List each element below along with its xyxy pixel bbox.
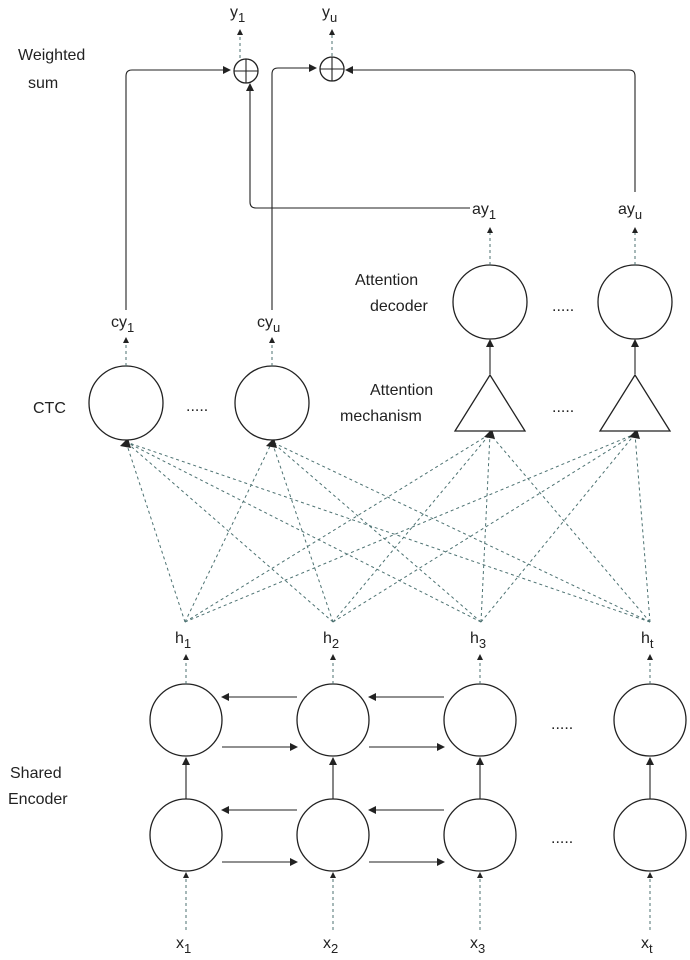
attention-output-1: ay1 <box>472 201 496 222</box>
weighted-sum-label-line1: Weighted <box>18 47 85 64</box>
edge-h2-att1 <box>332 433 491 623</box>
decoder-ellipsis: ..... <box>552 298 574 315</box>
encoder-l2-node-2 <box>296 683 370 757</box>
edge-h1-ctcu <box>184 441 273 623</box>
output-y1: y1 <box>230 4 245 25</box>
shared-encoder-label-line2: Encoder <box>8 791 68 808</box>
attention-decoder-layer <box>452 264 673 340</box>
input-xt: xt <box>641 935 653 956</box>
hidden-h2: h2 <box>323 630 339 651</box>
attention-mechanism-label-line1: Attention <box>370 382 433 399</box>
ctc-node-1 <box>88 365 164 441</box>
encoder-l1-ellipsis: ..... <box>551 830 573 847</box>
edge-h2-ctcu <box>271 441 334 623</box>
edge-h3-att1 <box>480 433 491 623</box>
sum-node-1 <box>233 58 259 84</box>
input-x2: x2 <box>323 935 338 956</box>
hidden-h1: h1 <box>175 630 191 651</box>
attention-decoder-node-1 <box>452 264 528 340</box>
attention-decoder-label-line2: decoder <box>370 298 428 315</box>
encoder-to-head-connections <box>125 433 651 623</box>
output-yu: yu <box>322 4 337 25</box>
encoder-l1-node-3 <box>443 798 517 872</box>
edge-ht-ctcu <box>271 441 651 623</box>
weighted-sum-label-line2: sum <box>28 75 58 92</box>
encoder-l1-node-1 <box>149 798 223 872</box>
encoder-l2-node-1 <box>149 683 223 757</box>
sum-node-u <box>319 56 345 82</box>
ctc-output-1: cy1 <box>111 314 134 335</box>
input-x3: x3 <box>470 935 485 956</box>
edge-h1-ctc1 <box>125 441 186 623</box>
ctc-label: CTC <box>33 400 66 417</box>
edge-h3-ctc1 <box>125 441 482 623</box>
ctc-ellipsis: ..... <box>186 398 208 415</box>
encoder-l2-node-3 <box>443 683 517 757</box>
hidden-ht: ht <box>641 630 654 651</box>
edge-h3-attu <box>480 433 636 623</box>
edge-h2-ctc1 <box>125 441 334 623</box>
input-x1: x1 <box>176 935 191 956</box>
attention-decoder-node-u <box>597 264 673 340</box>
weighted-sum-connections <box>125 64 636 310</box>
attention-decoder-label-line1: Attention <box>355 272 418 289</box>
encoder-l2-ellipsis: ..... <box>551 716 573 733</box>
edge-ht-attu <box>634 433 651 623</box>
edge-ht-ctc1 <box>125 441 651 623</box>
shared-encoder-label-line1: Shared <box>10 765 62 782</box>
encoder-layer-1 <box>149 798 687 872</box>
attention-mechanism-label-line2: mechanism <box>340 408 422 425</box>
attention-mechanism-1 <box>453 373 527 432</box>
edge-ht-att1 <box>489 433 651 623</box>
edge-h1-attu <box>184 433 636 623</box>
attention-output-u: ayu <box>618 201 642 222</box>
edge-h3-ctcu <box>271 441 482 623</box>
encoder-l1-node-2 <box>296 798 370 872</box>
ctc-output-u: cyu <box>257 314 280 335</box>
encoder-l2-node-t <box>613 683 687 757</box>
mechanism-ellipsis: ..... <box>552 399 574 416</box>
hidden-h3: h3 <box>470 630 486 651</box>
encoder-layer-2 <box>149 683 687 757</box>
attention-mechanism-u <box>598 373 672 432</box>
ctc-node-u <box>234 365 310 441</box>
encoder-l1-node-t <box>613 798 687 872</box>
edge-h2-attu <box>332 433 636 623</box>
attention-mechanism-layer <box>453 373 672 432</box>
